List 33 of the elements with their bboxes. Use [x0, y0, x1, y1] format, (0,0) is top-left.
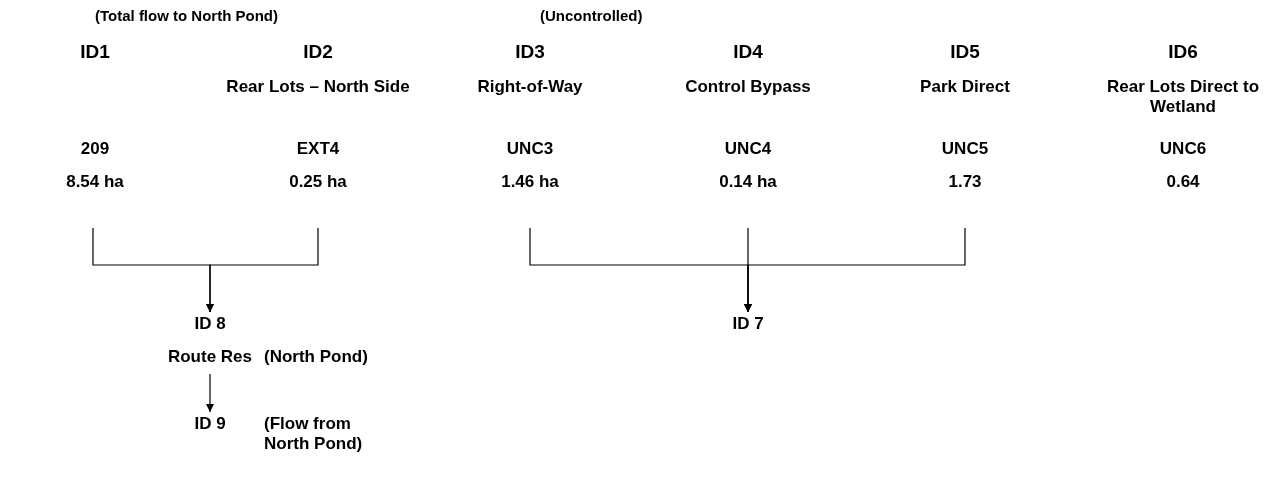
node-text: UNC6: [1158, 139, 1208, 159]
node-text: Park Direct: [919, 77, 1011, 97]
group-heading: (Total flow to North Pond): [95, 6, 278, 26]
node-text: 209: [79, 139, 111, 159]
node-id: ID 8: [193, 314, 227, 334]
node-note: (Flow from North Pond): [264, 414, 364, 454]
node-id: ID2: [302, 42, 334, 62]
node-id: ID 7: [731, 314, 765, 334]
flow-arrow: [744, 227, 966, 313]
node-text: Control Bypass: [684, 77, 812, 97]
node-text: 0.64: [1165, 172, 1201, 192]
node-id: ID1: [79, 42, 111, 62]
node-id: ID6: [1167, 42, 1199, 62]
node-text: Rear Lots – North Side: [225, 77, 411, 97]
node-text: 0.14 ha: [718, 172, 778, 192]
node-id: ID5: [949, 42, 981, 62]
node-text: 0.25 ha: [288, 172, 348, 192]
group-heading: (Uncontrolled): [540, 6, 643, 26]
node-text: EXT4: [295, 139, 341, 159]
node-text: UNC5: [940, 139, 990, 159]
flow-arrow: [206, 373, 214, 413]
node-note: (North Pond): [264, 347, 369, 367]
node-id: ID4: [732, 42, 764, 62]
node-id: ID3: [514, 42, 546, 62]
node-id: ID 9: [193, 414, 227, 434]
node-text: 8.54 ha: [65, 172, 125, 192]
node-text: UNC3: [505, 139, 555, 159]
node-text: UNC4: [723, 139, 773, 159]
node-text: Right-of-Way: [476, 77, 584, 97]
node-text: Rear Lots Direct to Wetland: [1105, 77, 1261, 117]
node-text: 1.73: [947, 172, 983, 192]
flow-arrow: [206, 227, 319, 313]
node-text: 1.46 ha: [500, 172, 560, 192]
